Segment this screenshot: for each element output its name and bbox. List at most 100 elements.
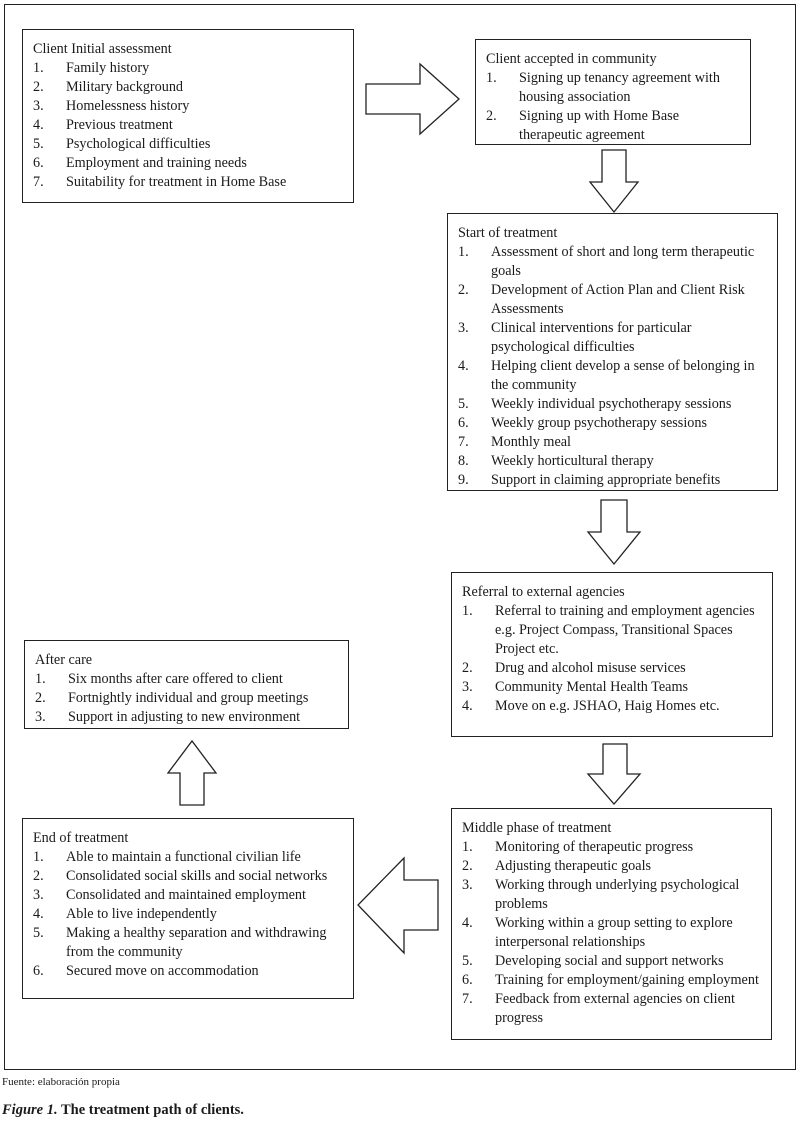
list-item-number: 1.: [35, 671, 46, 687]
list-item: 6.Employment and training needs: [33, 154, 345, 173]
box-title: Client Initial assessment: [33, 41, 172, 57]
list-item-number: 4.: [33, 117, 44, 133]
list-item-number: 5.: [458, 396, 469, 412]
list-item-number: 3.: [462, 679, 473, 695]
list-item-number: 2.: [462, 858, 473, 874]
list-item-text: Signing up with Home Base therapeutic ag…: [519, 108, 679, 143]
list-item-number: 6.: [458, 415, 469, 431]
list-item-number: 9.: [458, 472, 469, 488]
list-item: 3.Community Mental Health Teams: [462, 678, 764, 697]
list-item: 6.Training for employment/gaining employ…: [462, 971, 763, 990]
list-item-text: Weekly group psychotherapy sessions: [491, 415, 707, 431]
box-middle-phase-of-treatment: Middle phase of treatment 1.Monitoring o…: [451, 808, 772, 1040]
list-item-text: Able to maintain a functional civilian l…: [66, 849, 301, 865]
list-item-number: 2.: [458, 282, 469, 298]
box-referral-to-external-agencies: Referral to external agencies 1.Referral…: [451, 572, 773, 737]
box-end-of-treatment: End of treatment 1.Able to maintain a fu…: [22, 818, 354, 999]
list-item: 4.Previous treatment: [33, 116, 345, 135]
list-item-text: Consolidated and maintained employment: [66, 887, 306, 903]
list-item-text: Helping client develop a sense of belong…: [491, 358, 755, 393]
item-list: 1.Able to maintain a functional civilian…: [33, 848, 345, 981]
item-list: 1.Referral to training and employment ag…: [462, 602, 764, 716]
box-client-initial-assessment: Client Initial assessment 1.Family histo…: [22, 29, 354, 203]
item-list: 1.Assessment of short and long term ther…: [458, 243, 769, 490]
list-item-number: 7.: [462, 991, 473, 1007]
list-item: 2. Consolidated social skills and social …: [33, 867, 345, 886]
list-item-text: Feedback from external agencies on clien…: [495, 991, 735, 1026]
list-item: 4. Move on e.g. JSHAO, Haig Homes etc.: [462, 697, 764, 716]
list-item: 7. Monthly meal: [458, 433, 769, 452]
list-item: 4.Able to live independently: [33, 905, 345, 924]
list-item-number: 3.: [462, 877, 473, 893]
list-item: 4. Helping client develop a sense of belo…: [458, 357, 769, 395]
list-item-text: Weekly individual psychotherapy sessions: [491, 396, 732, 412]
list-item: 1. Six months after care offered to clien…: [35, 670, 340, 689]
list-item-text: Drug and alcohol misuse services: [495, 660, 686, 676]
list-item-number: 6.: [33, 963, 44, 979]
list-item-number: 3.: [35, 709, 46, 725]
box-title: Referral to external agencies: [462, 584, 625, 600]
list-item-number: 2.: [462, 660, 473, 676]
list-item-number: 1.: [462, 839, 473, 855]
box-title: End of treatment: [33, 830, 129, 846]
list-item-number: 1.: [486, 70, 497, 86]
list-item-text: Fortnightly individual and group meeting…: [68, 690, 309, 706]
list-item: 3.Consolidated and maintained employment: [33, 886, 345, 905]
list-item-number: 4.: [458, 358, 469, 374]
list-item: 4.Working within a group setting to expl…: [462, 914, 763, 952]
figure-caption: Figure 1. The treatment path of clients.: [2, 1102, 244, 1119]
item-list: 1. Six months after care offered to clien…: [35, 670, 340, 727]
list-item-text: Development of Action Plan and Client Ri…: [491, 282, 745, 317]
box-start-of-treatment: Start of treatment 1.Assessment of short…: [447, 213, 778, 491]
list-item-number: 6.: [462, 972, 473, 988]
list-item: 2. Fortnightly individual and group meeti…: [35, 689, 340, 708]
list-item-text: Support in adjusting to new environment: [68, 709, 301, 725]
list-item-text: Secured move on accommodation: [66, 963, 259, 979]
list-item-number: 2.: [33, 79, 44, 95]
list-item-text: Monthly meal: [491, 434, 571, 450]
list-item-number: 7.: [458, 434, 469, 450]
list-item-text: Six months after care offered to client: [68, 671, 283, 687]
list-item-number: 2.: [35, 690, 46, 706]
list-item: 1.Family history: [33, 59, 345, 78]
list-item-number: 6.: [33, 155, 44, 171]
list-item: 3.Homelessness history: [33, 97, 345, 116]
list-item-text: Family history: [66, 60, 150, 76]
list-item: 3.Clinical interventions for particular …: [458, 319, 769, 357]
list-item-number: 2.: [486, 108, 497, 124]
list-item-text: Signing up tenancy agreement with housin…: [519, 70, 720, 105]
list-item-number: 3.: [33, 98, 44, 114]
list-item-number: 5.: [33, 136, 44, 152]
source-note: Fuente: elaboración propia: [2, 1076, 120, 1088]
list-item-number: 8.: [458, 453, 469, 469]
list-item: 1.Monitoring of therapeutic progress: [462, 838, 763, 857]
list-item-text: Consolidated social skills and social ne…: [66, 868, 328, 884]
list-item-number: 7.: [33, 174, 44, 190]
list-item-number: 4.: [462, 698, 473, 714]
box-client-accepted-in-community: Client accepted in community 1.Signing u…: [475, 39, 751, 145]
list-item: 5.Psychological difficulties: [33, 135, 345, 154]
list-item: 1.Able to maintain a functional civilian…: [33, 848, 345, 867]
list-item-number: 4.: [462, 915, 473, 931]
list-item: 2.Military background: [33, 78, 345, 97]
list-item: 1.Assessment of short and long term ther…: [458, 243, 769, 281]
list-item-text: Able to live independently: [66, 906, 217, 922]
list-item: 6. Secured move on accommodation: [33, 962, 345, 981]
figure-frame: [4, 4, 796, 1070]
list-item: 9. Support in claiming appropriate benefi…: [458, 471, 769, 490]
list-item: 2.Adjusting therapeutic goals: [462, 857, 763, 876]
list-item: 6. Weekly group psychotherapy sessions: [458, 414, 769, 433]
list-item-text: Making a healthy separation and withdraw…: [66, 925, 327, 960]
list-item: 2. Development of Action Plan and Client …: [458, 281, 769, 319]
list-item-text: Support in claiming appropriate benefits: [491, 472, 721, 488]
list-item-text: Move on e.g. JSHAO, Haig Homes etc.: [495, 698, 720, 714]
figure-caption-text: The treatment path of clients.: [57, 1102, 244, 1118]
list-item: 1. Signing up tenancy agreement with hous…: [486, 69, 742, 107]
list-item-number: 3.: [458, 320, 469, 336]
list-item-text: Working through underlying psychological…: [495, 877, 740, 912]
list-item-number: 2.: [33, 868, 44, 884]
list-item: 5. Weekly individual psychotherapy sessio…: [458, 395, 769, 414]
list-item-number: 5.: [462, 953, 473, 969]
